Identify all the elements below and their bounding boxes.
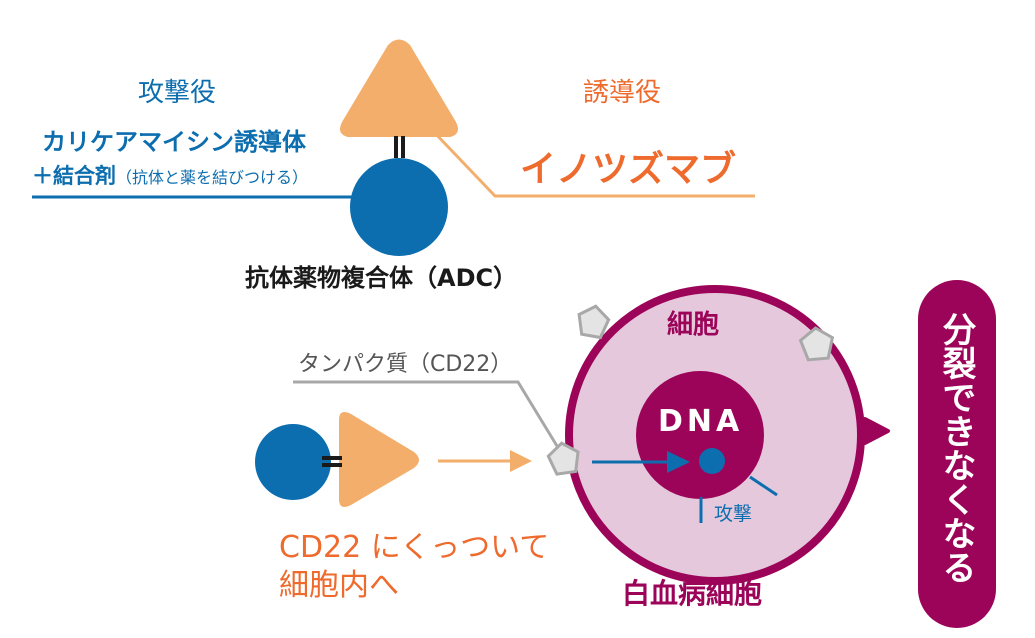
dna-label: DNA	[658, 404, 744, 439]
result-pill	[918, 280, 996, 628]
antibody-triangle-top	[340, 39, 458, 137]
result-arrow	[863, 417, 890, 445]
result-label: 分裂できなくなる	[936, 312, 976, 584]
drug-in-nucleus	[699, 448, 725, 474]
adc-label: 抗体薬物複合体（ADC）	[245, 264, 518, 292]
guide-role-label: 誘導役	[583, 78, 662, 108]
drug-circle-bottom	[255, 424, 331, 500]
binding-description-line2: 細胞内へ	[279, 568, 399, 603]
bond-mark-right	[401, 136, 405, 158]
leukemia-cell-label: 白血病細胞	[622, 577, 763, 610]
guide-leader-line	[430, 128, 755, 198]
cd22-protein-upper-left	[577, 304, 611, 340]
guide-name-label: イノツズマブ	[520, 149, 737, 190]
linker-prefix: ＋結合剤	[32, 164, 116, 188]
bond-mark-left	[394, 136, 398, 158]
linker-label: ＋結合剤（抗体と薬を結びつける）	[32, 160, 308, 190]
attacker-role-label: 攻撃役	[138, 78, 217, 108]
cell-label: 細胞	[667, 310, 720, 340]
linker-note: （抗体と薬を結びつける）	[116, 168, 309, 187]
protein-label: タンパク質（CD22）	[298, 352, 513, 377]
drug-path-arrow-head	[667, 451, 690, 473]
attack-mark-diagonal	[749, 475, 778, 497]
attack-label: 攻撃	[714, 503, 753, 525]
protein-leader-line	[293, 380, 559, 447]
attacker-name-label: カリケアマイシン誘導体	[42, 128, 306, 156]
entry-arrow-head	[510, 450, 532, 472]
cd22-protein-upper-right	[798, 326, 835, 362]
bond-mark-bottom	[322, 463, 342, 467]
binding-description-line1: CD22 にくっついて	[279, 530, 550, 565]
antibody-triangle-bottom	[339, 412, 419, 507]
cd22-protein-receptor	[546, 441, 580, 476]
drug-circle-top	[350, 158, 448, 256]
bond-mark-top	[322, 456, 342, 460]
